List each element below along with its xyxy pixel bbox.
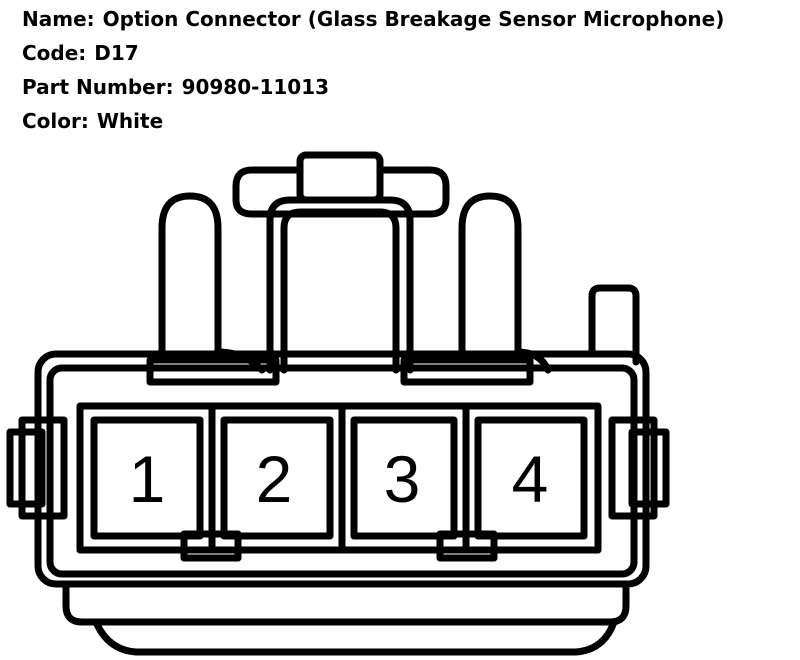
pin-number-3: 3 — [384, 442, 421, 516]
pin-cell-2 — [220, 416, 334, 540]
color-value: White — [96, 109, 164, 133]
right-post — [458, 192, 522, 356]
code-label: Code: — [22, 41, 87, 65]
pin-number-4: 4 — [512, 442, 549, 516]
part-number-row: Part Number: 90980-11013 — [22, 70, 724, 104]
lock-cap — [232, 166, 450, 218]
name-row: Name: Option Connector (Glass Breakage Se… — [22, 2, 724, 36]
part-number-value: 90980-11013 — [181, 75, 330, 99]
color-label: Color: — [22, 109, 89, 133]
connector-info: Name: Option Connector (Glass Breakage Se… — [22, 2, 724, 138]
left-latch-outer — [6, 428, 46, 508]
key-tab-left — [180, 530, 242, 562]
housing-skirt — [62, 580, 630, 626]
pin-cell-1 — [90, 416, 204, 540]
lock-top-tab — [296, 151, 384, 204]
pin-cell-4 — [474, 416, 588, 540]
name-value: Option Connector (Glass Breakage Sensor … — [102, 7, 725, 31]
housing-base — [92, 618, 618, 656]
name-label: Name: — [22, 7, 95, 31]
code-row: Code: D17 — [22, 36, 724, 70]
small-right-post — [588, 284, 640, 366]
left-latch-inner — [18, 416, 68, 520]
pin-cell-3 — [350, 416, 458, 540]
lock-stem-outer — [266, 196, 414, 374]
key-tab-right — [436, 530, 498, 562]
housing-outer — [34, 350, 650, 588]
part-number-label: Part Number: — [22, 75, 174, 99]
right-latch-outer — [628, 428, 670, 508]
right-latch-inner — [608, 416, 658, 520]
code-value: D17 — [94, 41, 139, 65]
lock-stem-inner — [280, 208, 400, 374]
pin-number-2: 2 — [256, 442, 293, 516]
pin-number-1: 1 — [129, 442, 166, 516]
left-post — [158, 192, 222, 356]
color-row: Color: White — [22, 104, 724, 138]
